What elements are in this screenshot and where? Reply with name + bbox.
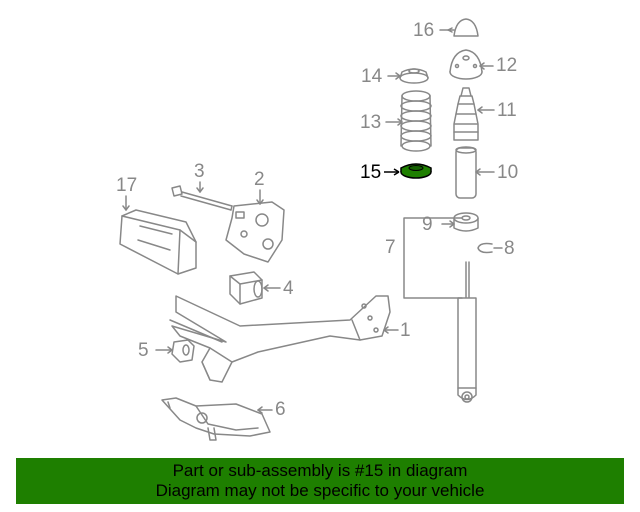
callout-2: 2 bbox=[254, 169, 265, 190]
part-6-shield bbox=[161, 397, 271, 441]
callout-14: 14 bbox=[361, 66, 383, 87]
part-9-bushing bbox=[453, 212, 479, 232]
part-15-spring-pad-highlighted[interactable] bbox=[384, 163, 432, 179]
callout-10: 10 bbox=[497, 162, 519, 183]
callout-8: 8 bbox=[504, 238, 515, 259]
callout-4: 4 bbox=[283, 278, 294, 299]
callout-9: 9 bbox=[422, 214, 433, 235]
part-3-bolt bbox=[171, 185, 233, 211]
callout-12: 12 bbox=[496, 55, 518, 76]
callout-3: 3 bbox=[194, 161, 205, 182]
part-4-bushing bbox=[229, 271, 263, 305]
leader-lines bbox=[122, 27, 503, 414]
callout-7: 7 bbox=[385, 237, 396, 258]
banner-line-1: Part or sub-assembly is #15 in diagram bbox=[172, 461, 468, 480]
callout-11: 11 bbox=[497, 100, 517, 121]
part-7-shock-absorber bbox=[457, 261, 477, 403]
info-banner: Part or sub-assembly is #15 in diagram D… bbox=[16, 458, 624, 504]
part-17-block bbox=[119, 209, 197, 275]
callout-1: 1 bbox=[400, 320, 411, 341]
callout-6: 6 bbox=[275, 399, 286, 420]
callout-15[interactable]: 15 bbox=[360, 162, 382, 183]
part-8-clip bbox=[477, 242, 493, 254]
part-12-strut-mount bbox=[449, 49, 483, 80]
part-14-spring-seat bbox=[399, 68, 429, 84]
part-13-coil-spring bbox=[400, 90, 432, 152]
banner-line-2: Diagram may not be specific to your vehi… bbox=[155, 481, 485, 500]
part-1-axle-beam bbox=[169, 295, 391, 383]
part-11-dust-boot bbox=[453, 87, 479, 141]
part-10-bump-stop bbox=[455, 146, 477, 199]
callout-17: 17 bbox=[116, 175, 138, 196]
callout-13: 13 bbox=[360, 112, 382, 133]
callout-5: 5 bbox=[138, 340, 149, 361]
part-2-bracket bbox=[225, 201, 285, 263]
callout-16: 16 bbox=[413, 20, 435, 41]
part-16-cap bbox=[453, 18, 479, 37]
part-5-bushing bbox=[171, 339, 195, 363]
callout-7-bracket bbox=[403, 217, 463, 299]
